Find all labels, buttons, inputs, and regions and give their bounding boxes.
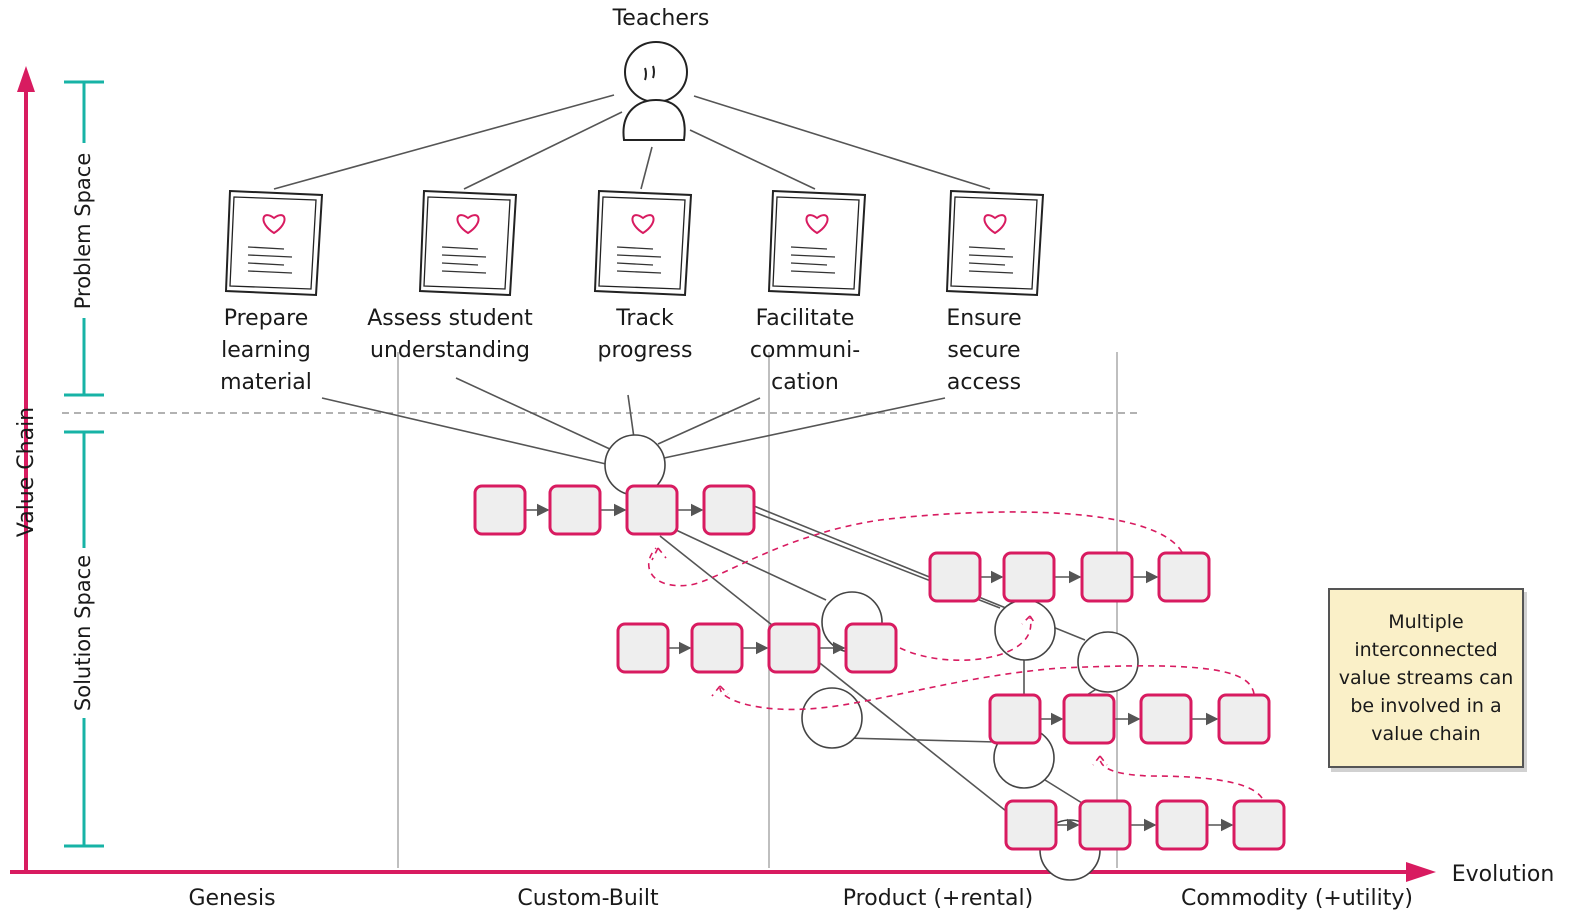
stream-step-box (702, 484, 756, 536)
stream-step-box (1004, 799, 1058, 851)
stage-separators (397, 352, 1118, 868)
solution-space-label: Solution Space (71, 555, 95, 711)
document-heart-icon (767, 189, 867, 297)
stage-label-custom-built: Custom-Built (517, 886, 659, 911)
sticky-note: Multiple interconnected value streams ca… (1328, 588, 1524, 768)
stream-step-box (928, 551, 982, 603)
feedback-loops (647, 511, 1263, 799)
document-heart-icon (593, 189, 693, 297)
evolution-label: Evolution (1452, 862, 1555, 887)
document-heart-icon (418, 189, 518, 297)
stream-step-box (690, 622, 744, 674)
problem-space-bracket (64, 80, 104, 397)
need-hub-links (321, 377, 946, 465)
note-text: Multiple interconnected value streams ca… (1338, 611, 1514, 745)
actor-label: Teachers (612, 6, 710, 31)
stream-step-box (548, 484, 602, 536)
stage-label-commodity: Commodity (+utility) (1181, 886, 1413, 911)
stream-step-box (844, 622, 898, 674)
stream-step-box (1002, 551, 1056, 603)
actor-need-links (273, 94, 991, 190)
stage-label-product: Product (+rental) (843, 886, 1033, 911)
stream-step-box (473, 484, 527, 536)
value-stream (928, 551, 1211, 603)
value-stream (473, 484, 756, 536)
problem-space-label: Problem Space (71, 153, 95, 310)
value-chain-axis (17, 66, 35, 872)
stream-step-box (1217, 693, 1271, 745)
stage-label-genesis: Genesis (188, 886, 275, 911)
value-chain-label: Value Chain (14, 407, 39, 537)
evolution-axis (10, 862, 1436, 882)
component-circles (604, 434, 1139, 881)
stream-step-box (625, 484, 679, 536)
stream-step-box (1078, 799, 1132, 851)
solution-space-bracket (64, 430, 104, 848)
stream-step-box (1080, 551, 1134, 603)
stream-step-box (616, 622, 670, 674)
person-icon (622, 41, 688, 141)
stream-step-box (1139, 693, 1193, 745)
document-heart-icon (945, 189, 1045, 297)
stream-step-box (767, 622, 821, 674)
stream-step-box (1062, 693, 1116, 745)
value-streams (473, 484, 1286, 851)
value-stream (1004, 799, 1286, 851)
stream-step-box (1157, 551, 1211, 603)
value-stream (988, 693, 1271, 745)
value-stream (616, 622, 898, 674)
stream-step-box (1155, 799, 1209, 851)
stream-step-box (988, 693, 1042, 745)
needs-group (224, 189, 1045, 297)
document-heart-icon (224, 189, 324, 297)
stream-step-box (1232, 799, 1286, 851)
